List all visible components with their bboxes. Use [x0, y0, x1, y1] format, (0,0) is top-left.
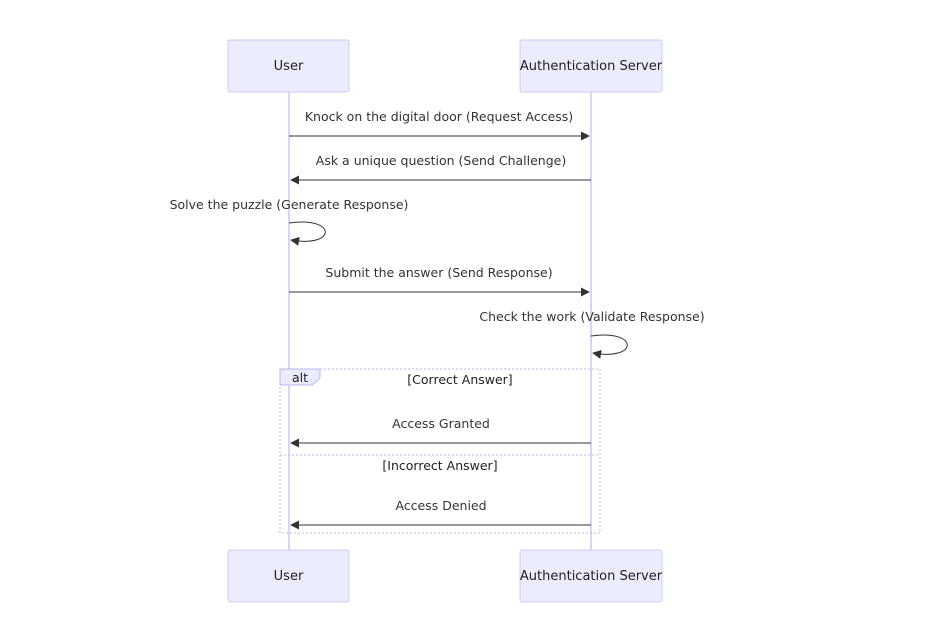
actor-user-top: User: [227, 39, 350, 93]
alt-frame-label: alt: [292, 370, 308, 385]
message-validate-response-loop: [590, 334, 628, 359]
message-validate-response-label: Check the work (Validate Response): [479, 309, 704, 324]
actor-server-top-label: Authentication Server: [520, 59, 663, 74]
message-generate-response-loop: [288, 221, 326, 246]
message-request-access-label: Knock on the digital door (Request Acces…: [305, 109, 573, 124]
message-access-granted-label: Access Granted: [392, 416, 490, 431]
actor-server-bottom: Authentication Server: [519, 549, 663, 603]
actor-user-bottom: User: [227, 549, 350, 603]
alt-frame-tab: [279, 368, 321, 386]
alt-condition-incorrect: [Incorrect Answer]: [382, 458, 497, 473]
message-send-response-label: Submit the answer (Send Response): [325, 265, 552, 280]
alt-condition-correct: [Correct Answer]: [407, 372, 512, 387]
actor-user-bottom-label: User: [274, 569, 304, 584]
actor-user-top-label: User: [274, 59, 304, 74]
actor-server-top: Authentication Server: [519, 39, 663, 93]
message-send-challenge-label: Ask a unique question (Send Challenge): [316, 153, 566, 168]
message-access-denied-label: Access Denied: [395, 498, 486, 513]
actor-server-bottom-label: Authentication Server: [520, 569, 663, 584]
alt-frame: [279, 368, 601, 534]
message-generate-response-label: Solve the puzzle (Generate Response): [170, 197, 409, 212]
